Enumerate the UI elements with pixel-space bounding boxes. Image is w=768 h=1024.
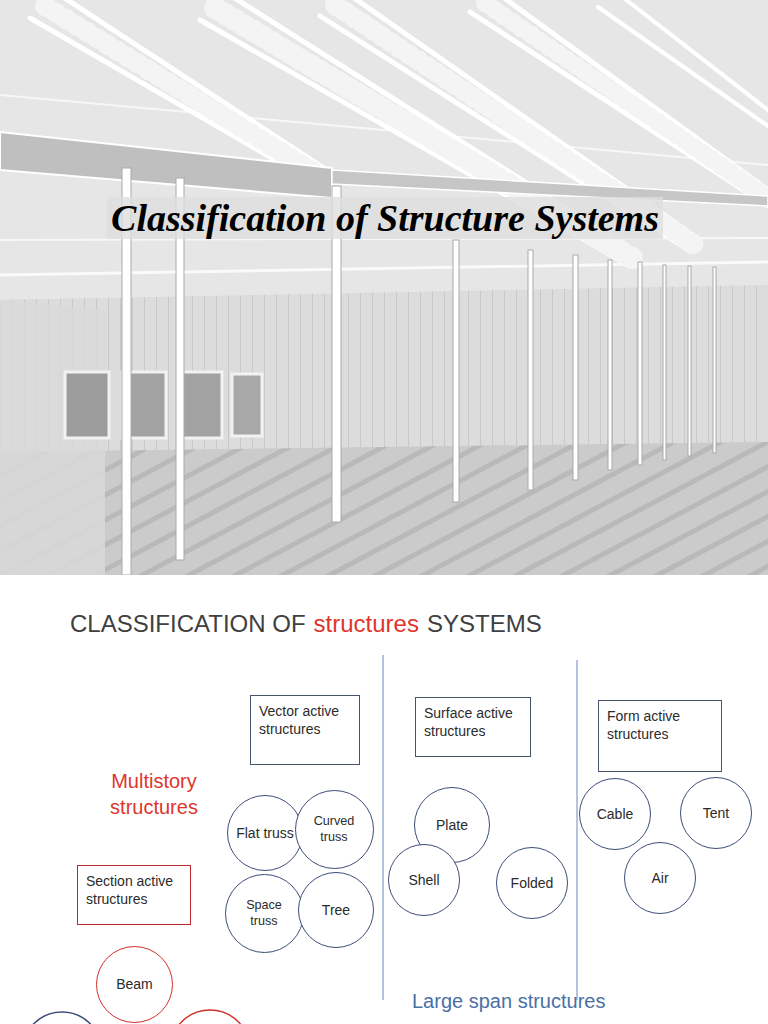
circle-label: Shell bbox=[408, 871, 439, 889]
circle-label: Air bbox=[651, 869, 668, 887]
node-text-group: Vector active structures bbox=[259, 702, 351, 738]
divider-line bbox=[576, 660, 577, 1000]
node-text-group: Beam bbox=[116, 975, 153, 993]
type-circle: Folded bbox=[496, 847, 568, 919]
circle-label: Cable bbox=[597, 805, 634, 823]
circle-label: Plate bbox=[436, 816, 468, 834]
heading-line: CLASSIFICATION OF structures SYSTEMS bbox=[70, 610, 550, 638]
node-text-group: Surface active structures bbox=[424, 704, 522, 740]
node-text-group: Section active structures bbox=[86, 872, 182, 908]
heading-text: CLASSIFICATION OF bbox=[70, 610, 306, 638]
slide-title: Classification of Structure Systems bbox=[107, 197, 663, 239]
circle-label: Beam bbox=[116, 975, 153, 993]
category-box: Vector active structures bbox=[250, 695, 360, 765]
heading-text: SYSTEMS bbox=[427, 610, 542, 638]
box-label: Form active structures bbox=[607, 707, 713, 743]
circle-label: Flat truss bbox=[236, 824, 294, 842]
node-text-group: Shell bbox=[408, 871, 439, 889]
type-circle: Air bbox=[624, 842, 696, 914]
category-box: Surface active structures bbox=[415, 697, 531, 757]
circle-label: Tent bbox=[703, 804, 729, 822]
node-text-group: Cable bbox=[597, 805, 634, 823]
partial-circle bbox=[22, 1012, 102, 1024]
type-circle: Space truss bbox=[225, 874, 304, 953]
type-circle: Tent bbox=[680, 777, 752, 849]
node-text-group: Plate bbox=[436, 816, 468, 834]
node-text-group: Curved truss bbox=[302, 813, 367, 846]
type-circle: Beam bbox=[96, 946, 173, 1023]
type-circle: Tree bbox=[298, 872, 374, 948]
divider-line bbox=[382, 655, 383, 1000]
node-text-group: Tent bbox=[703, 804, 729, 822]
node-text-group: Tree bbox=[322, 901, 350, 919]
circle-label: Curved truss bbox=[302, 813, 367, 846]
category-box: Section active structures bbox=[77, 865, 191, 925]
node-text-group: Flat truss bbox=[236, 824, 294, 842]
box-label: Section active structures bbox=[86, 872, 182, 908]
box-label: Vector active structures bbox=[259, 702, 351, 738]
node-text-group: Folded bbox=[511, 874, 554, 892]
group-label: Large span structures bbox=[412, 988, 712, 1014]
category-box: Form active structures bbox=[598, 700, 722, 772]
circle-label: Folded bbox=[511, 874, 554, 892]
node-text-group: Form active structures bbox=[607, 707, 713, 743]
type-circle: Curved truss bbox=[295, 790, 374, 869]
title-block: Classification of Structure Systems bbox=[90, 192, 680, 244]
heading-highlight: structures bbox=[314, 610, 419, 638]
box-label: Surface active structures bbox=[424, 704, 522, 740]
circle-label: Tree bbox=[322, 901, 350, 919]
type-circle: Shell bbox=[388, 844, 460, 916]
node-text-group: Air bbox=[651, 869, 668, 887]
type-circle: Flat truss bbox=[227, 795, 303, 871]
partial-circle bbox=[170, 1010, 250, 1024]
steel-structure-illustration bbox=[0, 0, 768, 575]
node-text-group: Space truss bbox=[232, 897, 297, 930]
circle-label: Space truss bbox=[232, 897, 297, 930]
type-circle: Cable bbox=[579, 778, 651, 850]
group-label: Multistory structures bbox=[98, 768, 210, 820]
